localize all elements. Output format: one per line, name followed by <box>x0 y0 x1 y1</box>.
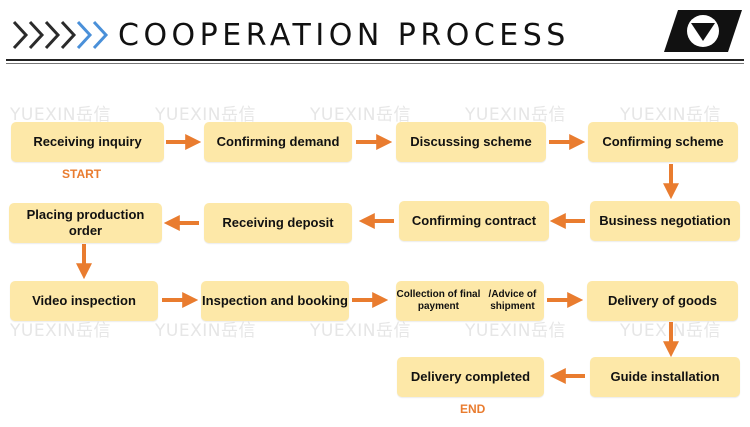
step-label-line: /Advice of shipment <box>488 289 537 312</box>
step-confirming-demand: Confirming demand <box>204 122 352 162</box>
step-confirming-scheme: Confirming scheme <box>588 122 738 162</box>
watermark: YUEXIN岳信 <box>465 105 566 125</box>
step-label-line: Collection of final payment <box>396 289 481 312</box>
step-inspection-and-booking: Inspection and booking <box>201 281 349 321</box>
step-video-inspection: Video inspection <box>10 281 158 321</box>
watermark: YUEXIN岳信 <box>155 321 256 341</box>
step-receiving-deposit: Receiving deposit <box>204 203 352 243</box>
watermark: YUEXIN岳信 <box>465 321 566 341</box>
start-label: START <box>62 167 102 181</box>
step-delivery-of-goods: Delivery of goods <box>587 281 738 321</box>
step-placing-production-order: Placing production order <box>9 203 162 243</box>
watermark: YUEXIN岳信 <box>10 321 111 341</box>
step-delivery-completed: Delivery completed <box>397 357 544 397</box>
header-rule-thin <box>6 63 744 64</box>
step-guide-installation: Guide installation <box>590 357 740 397</box>
step-receiving-inquiry: Receiving inquiry <box>11 122 164 162</box>
watermark: YUEXIN岳信 <box>620 105 721 125</box>
step-confirming-contract: Confirming contract <box>399 201 549 241</box>
double-chevron-right-icon <box>12 20 109 50</box>
step-collection-of-final-payment: Collection of final payment /Advice of s… <box>396 281 544 321</box>
watermark: YUEXIN岳信 <box>310 105 411 125</box>
page-title: COOPERATION PROCESS <box>118 18 570 53</box>
end-label: END <box>460 402 486 416</box>
header: COOPERATION PROCESS <box>0 0 750 66</box>
step-business-negotiation: Business negotiation <box>590 201 740 241</box>
watermark: YUEXIN岳信 <box>10 105 111 125</box>
inverted-triangle-logo-icon <box>664 10 742 52</box>
header-rule <box>6 59 744 61</box>
watermark: YUEXIN岳信 <box>310 321 411 341</box>
step-discussing-scheme: Discussing scheme <box>396 122 546 162</box>
watermark: YUEXIN岳信 <box>155 105 256 125</box>
